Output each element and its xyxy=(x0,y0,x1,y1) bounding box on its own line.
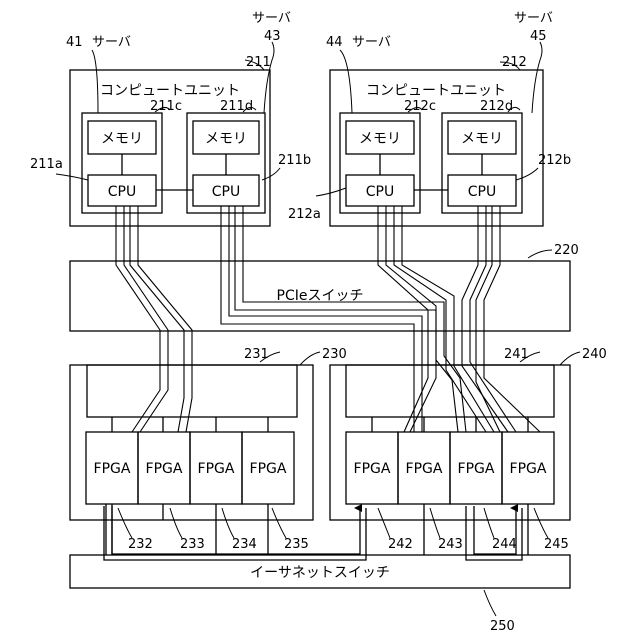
leader-245 xyxy=(534,508,548,538)
fpga-unit-240 xyxy=(330,365,570,520)
server-44-number: 44 xyxy=(326,35,343,50)
leader-235 xyxy=(272,508,286,538)
server-45-label: サーバ xyxy=(514,11,553,26)
compute-unit-212-title: コンピュートユニット xyxy=(366,83,506,99)
memory-212d-ref: 212d xyxy=(480,99,513,114)
fpga-unit-230-ref: 230 xyxy=(322,347,347,362)
leader-250 xyxy=(484,590,496,616)
leader-243 xyxy=(430,508,440,538)
leader-220 xyxy=(528,250,552,258)
pcie-cable-212b-c xyxy=(476,206,500,432)
fpga-245-ref: 245 xyxy=(544,537,569,552)
cpu-212b-label: CPU xyxy=(468,184,496,200)
fpga-234-ref: 234 xyxy=(232,537,257,552)
leader-232 xyxy=(118,508,132,538)
fpga-interconnect-241 xyxy=(346,365,554,417)
ethernet-links xyxy=(104,504,528,560)
leader-41 xyxy=(92,50,98,113)
memory-212d-label: メモリ xyxy=(461,131,503,147)
pcie-switch-ref: 220 xyxy=(554,243,579,258)
leader-240 xyxy=(560,352,580,365)
memory-211d-ref: 211d xyxy=(220,99,253,114)
compute-unit-212-ref: 212 xyxy=(502,55,527,70)
leader-230 xyxy=(300,352,320,365)
fpga-235-ref: 235 xyxy=(284,537,309,552)
memory-212c-label: メモリ xyxy=(359,131,401,147)
server-41-label: サーバ xyxy=(92,35,131,50)
fpga-233-ref: 233 xyxy=(180,537,205,552)
fpga-243-ref: 243 xyxy=(438,537,463,552)
cpu-212b-ref: 212b xyxy=(538,153,571,168)
leader-212a xyxy=(316,188,346,196)
pcie-cable-212b-b xyxy=(470,206,516,432)
server-41-number: 41 xyxy=(66,35,83,50)
fpga-243-label: FPGA xyxy=(406,461,443,477)
cpu-212a-label: CPU xyxy=(366,184,394,200)
fpga-233-label: FPGA xyxy=(146,461,183,477)
cpu-211a-ref: 211a xyxy=(30,157,63,172)
server-43-label: サーバ xyxy=(252,11,291,26)
cpu-211b-label: CPU xyxy=(212,184,240,200)
leader-43 xyxy=(264,42,274,113)
cpu-211a-label: CPU xyxy=(108,184,136,200)
ethernet-switch-ref: 250 xyxy=(490,619,515,634)
leader-234 xyxy=(222,508,234,538)
cpu-212a-ref: 212a xyxy=(288,207,321,222)
leader-45 xyxy=(532,42,542,113)
ethernet-switch-label: イーサネットスイッチ xyxy=(250,565,390,581)
leader-242 xyxy=(378,508,390,538)
pcie-cables xyxy=(116,206,540,432)
pcie-cable-212a-c xyxy=(394,206,486,432)
fpga-interconnect-241-ref: 241 xyxy=(504,347,529,362)
pcie-cable-211a-1b xyxy=(124,206,168,432)
memory-211d-label: メモリ xyxy=(205,131,247,147)
leader-212b xyxy=(516,168,538,180)
compute-unit-211-ref: 211 xyxy=(246,55,271,70)
compute-unit-211-title: コンピュートユニット xyxy=(100,83,240,99)
memory-211c-label: メモリ xyxy=(101,131,143,147)
fpga-244-label: FPGA xyxy=(458,461,495,477)
fpga-232-ref: 232 xyxy=(128,537,153,552)
server-43-number: 43 xyxy=(264,29,281,44)
fpga-242-ref: 242 xyxy=(388,537,413,552)
fpga-235-label: FPGA xyxy=(250,461,287,477)
fpga-234-label: FPGA xyxy=(198,461,235,477)
leader-211a xyxy=(56,174,88,180)
fpga-242-label: FPGA xyxy=(354,461,391,477)
pcie-cable-212a-d xyxy=(402,206,494,432)
pcie-cable-211b-a xyxy=(221,206,414,432)
leader-233 xyxy=(170,508,182,538)
pcie-switch-label: PCIeスイッチ xyxy=(277,288,364,304)
server-45-number: 45 xyxy=(530,29,547,44)
cpu-211b-ref: 211b xyxy=(278,153,311,168)
fpga-245-label: FPGA xyxy=(510,461,547,477)
leader-244 xyxy=(484,508,494,538)
fpga-232-label: FPGA xyxy=(94,461,131,477)
pcie-cable-211b-b xyxy=(229,206,422,432)
fpga-244-ref: 244 xyxy=(492,537,517,552)
fpga-interconnect-231-ref: 231 xyxy=(244,347,269,362)
memory-211c-ref: 211c xyxy=(150,99,182,114)
memory-212c-ref: 212c xyxy=(404,99,436,114)
pcie-cable-211b-d xyxy=(243,206,466,432)
fpga-unit-240-ref: 240 xyxy=(582,347,607,362)
pcie-cable-212b-a xyxy=(462,206,508,432)
server-44-label: サーバ xyxy=(352,35,391,50)
leader-lines xyxy=(56,42,580,616)
leader-44 xyxy=(340,50,352,113)
